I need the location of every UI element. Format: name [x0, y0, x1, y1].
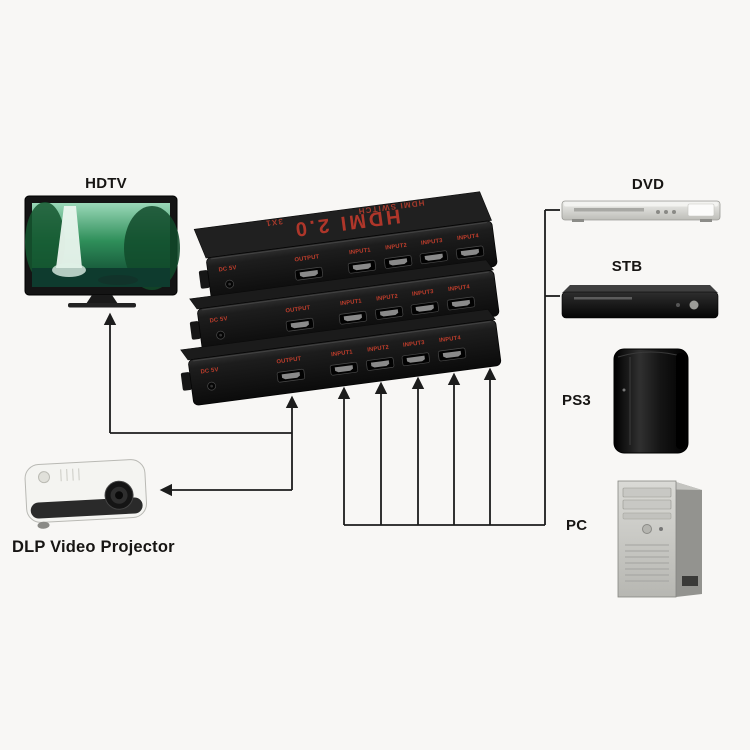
switch-front-face	[188, 319, 502, 406]
port-label-input4: INPUT4	[457, 233, 480, 242]
port-label-input2: INPUT2	[376, 294, 398, 303]
ps3-power-led	[622, 388, 626, 392]
tv-screen-waterfall	[56, 206, 82, 268]
port-label-input1: INPUT1	[340, 298, 363, 307]
switch-edge-highlight	[202, 271, 489, 311]
stb-slot	[574, 297, 632, 300]
ps3-side-edge	[676, 353, 685, 449]
port-label-input3: INPUT3	[421, 238, 444, 247]
pc-tower	[617, 480, 702, 598]
port-label-input4: INPUT4	[448, 284, 471, 293]
projector-label: DLP Video Projector	[12, 538, 175, 556]
stb-button	[676, 303, 680, 307]
pc-drive-bay	[622, 499, 672, 510]
projector-dial	[38, 471, 51, 484]
stb-top-face	[562, 285, 718, 293]
stb-box	[561, 285, 719, 319]
port-label-output: OUTPUT	[294, 254, 320, 263]
port-label-output: OUTPUT	[276, 356, 302, 365]
switch-mount-tab	[189, 321, 201, 340]
tv-screen-mist	[52, 263, 86, 277]
pc-drive-bay	[622, 487, 672, 498]
pc-label: PC	[566, 517, 588, 534]
tv-stand	[86, 295, 118, 304]
stb-knob	[689, 300, 699, 310]
port-label-input3: INPUT3	[412, 289, 435, 298]
hdtv-tv	[24, 195, 180, 308]
dvd-foot	[700, 219, 712, 222]
switch-box-middle: DC 5V OUTPUT INPUT1 INPUT2 INPUT3 INPUT4	[189, 259, 500, 355]
port-label-input3: INPUT3	[403, 340, 426, 349]
switch-edge-highlight	[211, 222, 487, 260]
port-label-power: DC 5V	[209, 316, 228, 324]
pc-power-button	[642, 524, 652, 534]
switch-box-top: 3X1 HDMI SWITCH HDMI 2.0 DC 5V OUTPUT IN…	[193, 191, 498, 304]
port-label-input2: INPUT2	[367, 345, 389, 354]
port-label-input1: INPUT1	[349, 247, 372, 256]
tv-stand-base	[68, 303, 136, 308]
tv-screen-rocks	[98, 275, 138, 285]
port-label-input1: INPUT1	[331, 349, 354, 358]
dvd-button	[656, 210, 660, 214]
dvd-label: DVD	[631, 176, 665, 193]
projector	[24, 459, 148, 529]
pc-reset-button	[659, 527, 663, 531]
port-label-power: DC 5V	[218, 265, 237, 273]
stb-label: STB	[611, 258, 643, 275]
switch-variant-print: 3X1	[264, 217, 283, 228]
ps3-console	[613, 348, 689, 454]
ps3-label: PS3	[562, 392, 591, 409]
connection-lines	[103, 209, 560, 526]
switch-box-bottom: DC 5V OUTPUT INPUT1 INPUT2 INPUT3 INPUT4	[180, 309, 502, 406]
port-label-input2: INPUT2	[385, 243, 407, 252]
projector-foot	[37, 521, 50, 529]
dvd-tray	[574, 208, 644, 212]
switch-top-face	[193, 191, 492, 259]
pc-side-face	[676, 482, 702, 597]
dvd-foot	[572, 219, 584, 222]
projector-vents	[60, 468, 80, 482]
switch-mount-tab	[198, 270, 210, 289]
dvd-display	[687, 203, 715, 217]
switch-top-strip	[180, 309, 496, 361]
switch-mount-tab	[180, 372, 192, 391]
pc-side-badge	[682, 576, 698, 586]
pc-front-face	[617, 480, 677, 598]
dvd-player	[561, 200, 721, 222]
dvd-top-highlight	[564, 202, 718, 207]
projector-lens-core	[115, 491, 124, 500]
pc-floppy-bay	[622, 512, 672, 520]
dvd-button	[664, 210, 668, 214]
port-label-input4: INPUT4	[439, 335, 462, 344]
dvd-button	[672, 210, 676, 214]
port-label-output: OUTPUT	[285, 305, 311, 314]
hdtv-label: HDTV	[85, 175, 127, 192]
switch-top-strip	[189, 259, 494, 310]
port-label-power: DC 5V	[200, 367, 219, 375]
switch-edge-highlight	[193, 321, 491, 362]
tv-screen-foliage-left	[25, 202, 65, 282]
pc-front-vents	[625, 544, 669, 582]
